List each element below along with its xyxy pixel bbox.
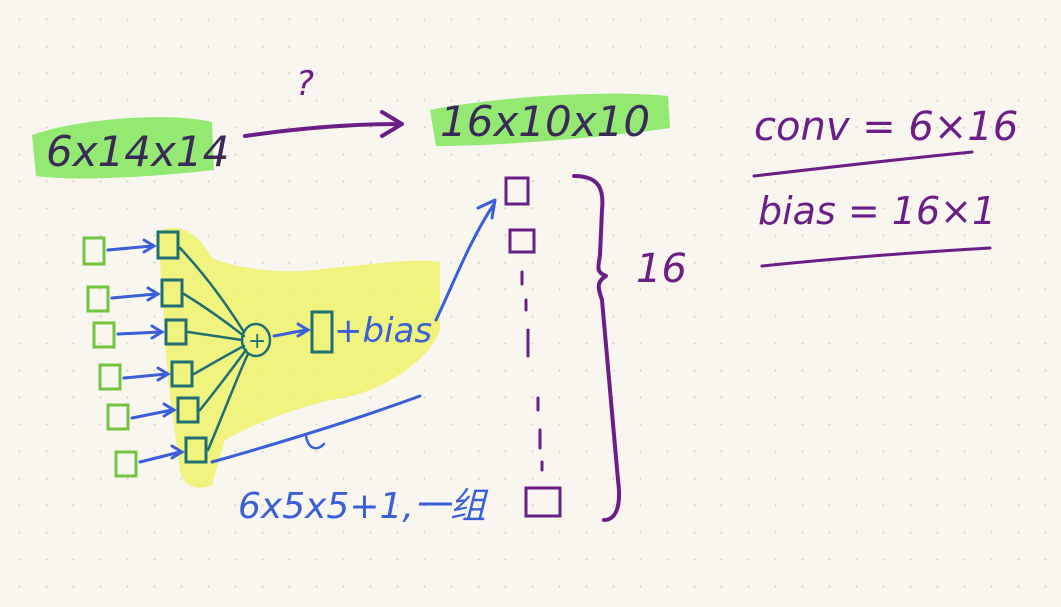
sum-node-symbol: + (248, 329, 266, 354)
transform-arrow (243, 110, 404, 138)
bias-note-underline (760, 246, 992, 268)
input-channel-2 (86, 285, 110, 313)
output-channel-2 (508, 228, 536, 254)
transform-question: ? (296, 64, 314, 104)
input-channel-5 (106, 403, 130, 431)
input-channel-squares (82, 236, 138, 478)
kernel-to-sum-lines (178, 246, 250, 452)
conv-note: conv = 6×16 (754, 104, 1018, 150)
output-channel-column (504, 176, 562, 518)
channel-count-label: 16 (636, 246, 687, 292)
bias-note: bias = 16×1 (758, 189, 996, 233)
output-channel-16 (524, 486, 562, 518)
kernel-5 (176, 396, 200, 424)
kernel-4 (170, 360, 194, 388)
conv-note-underline (752, 150, 974, 178)
output-column-dots (520, 270, 544, 472)
to-output-arrow (434, 198, 497, 322)
kernel-highlight (158, 227, 440, 488)
kernel-6 (184, 436, 208, 464)
input-to-kernel-arrows (106, 238, 185, 464)
sum-to-result-arrow (272, 322, 311, 338)
kernel-2 (160, 278, 184, 308)
bias-term-label: +bias (334, 311, 432, 351)
input-shape-highlight (32, 117, 214, 179)
input-shape-label: 6x14x14 (46, 127, 229, 176)
group-pointer (304, 434, 326, 450)
output-shape-label: 16x10x10 (440, 97, 650, 146)
params-per-group-label: 6x5x5+1,一组 (238, 486, 489, 527)
output-channel-1 (504, 176, 530, 206)
kernel-3 (164, 318, 188, 346)
output-shape-highlight (430, 93, 670, 146)
input-channel-3 (92, 321, 116, 349)
result-square (310, 310, 334, 354)
kernel-squares (156, 230, 208, 464)
group-underline (210, 394, 422, 464)
kernel-1 (156, 230, 180, 260)
sum-node (240, 322, 272, 358)
input-channel-1 (82, 236, 106, 266)
input-channel-6 (114, 450, 138, 478)
input-channel-4 (98, 363, 122, 391)
channel-brace (572, 174, 621, 522)
